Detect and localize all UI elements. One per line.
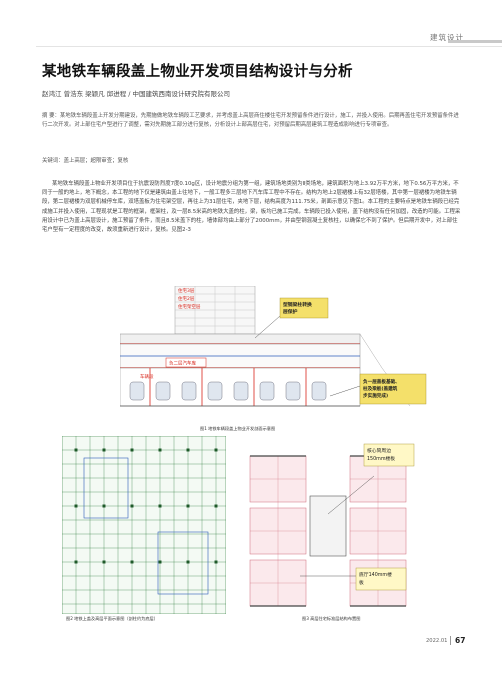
callout-b-line2: 板 <box>359 579 364 586</box>
callout-a-line1: 核心筒周边 <box>367 447 391 454</box>
article-authors: 赵鸿江 曾浩东 梁颖凡 邱进程 / 中国建筑西南设计研究院有限公司 <box>42 90 231 98</box>
grid-horizontal-lines <box>62 449 226 605</box>
figure2-caption: 图2 地铁上盖及高层平面示意图（剖柱约为底层） <box>66 616 158 621</box>
article-title: 某地铁车辆段盖上物业开发项目结构设计与分析 <box>42 64 353 80</box>
article-abstract: 摘 要：某地铁车辆段盖上开发分期建设，先期施做地铁车辆段工艺要求，并考虑盖上高层… <box>42 113 459 128</box>
tower-floor-lines <box>175 286 255 334</box>
figure3-floor-plan: 核心筒周边 150mm楼板 底厅140mm楼 板 <box>240 436 446 614</box>
callout-bottom-line2: 柱及梁板(盖建筑 <box>363 385 398 392</box>
callout-bottom-line3: 步实施完成) <box>363 392 388 399</box>
callout-b-box <box>355 567 407 591</box>
grid-vertical-lines <box>75 436 217 614</box>
callout-top-line1: 型钢梁柱转换 <box>283 301 312 308</box>
callout-a-leader <box>327 475 375 515</box>
tower-outlines <box>83 457 209 595</box>
footer-divider <box>450 636 451 645</box>
label-garage: 负二层汽车库 <box>169 360 196 367</box>
callout-bottom-line1: 负一层盖板基础、 <box>363 378 400 385</box>
garage-label-box <box>165 357 207 368</box>
label-residential-pilotis: 住宅架空层 <box>178 303 201 310</box>
depot-columns <box>149 368 307 406</box>
callout-b-line1: 底厅140mm楼 <box>359 571 392 578</box>
callout-bottom-box <box>359 373 427 405</box>
label-residential-2: 住宅2层 <box>178 295 195 302</box>
label-depot: 车辆段 <box>140 373 154 380</box>
article-keywords: 关键词：盖上高层；超限审查；复核 <box>42 158 129 164</box>
figure3-caption: 图3 高层住宅标准层结构布置图 <box>302 616 361 621</box>
section-tag: 建筑设计 <box>430 33 464 42</box>
header-rule <box>36 46 502 47</box>
transfer-level <box>120 333 361 345</box>
callout-a-line2: 150mm楼板 <box>367 455 395 462</box>
core-tube <box>309 495 347 557</box>
callout-top-line2: 层保护 <box>283 308 298 315</box>
callout-a-box <box>363 443 415 467</box>
footer-date: 2022.01 <box>426 638 448 644</box>
figure2-plan-grid <box>62 436 226 614</box>
callout-top-leader <box>254 315 281 339</box>
train-cars <box>129 381 327 401</box>
page-number: 67 <box>455 636 466 645</box>
figure1-caption: 图1 地铁车辆段盖上物业开发剖面示意图 <box>200 426 276 431</box>
callout-top-box <box>279 297 329 319</box>
section-tag-bar <box>448 40 502 43</box>
figure1-section-drawing: 住宅3层 住宅2层 住宅架空层 负二层汽车库 车辆段 型钢梁柱转换 层保护 负一… <box>120 286 427 407</box>
article-body: 某地铁车辆段盖上物业开发项目位于抗震设防烈度7度0.10g区，设计地震分组为第一… <box>42 181 461 234</box>
callout-bottom-leader <box>329 385 361 397</box>
label-residential-3: 住宅3层 <box>178 287 195 294</box>
column-dots <box>74 448 218 564</box>
